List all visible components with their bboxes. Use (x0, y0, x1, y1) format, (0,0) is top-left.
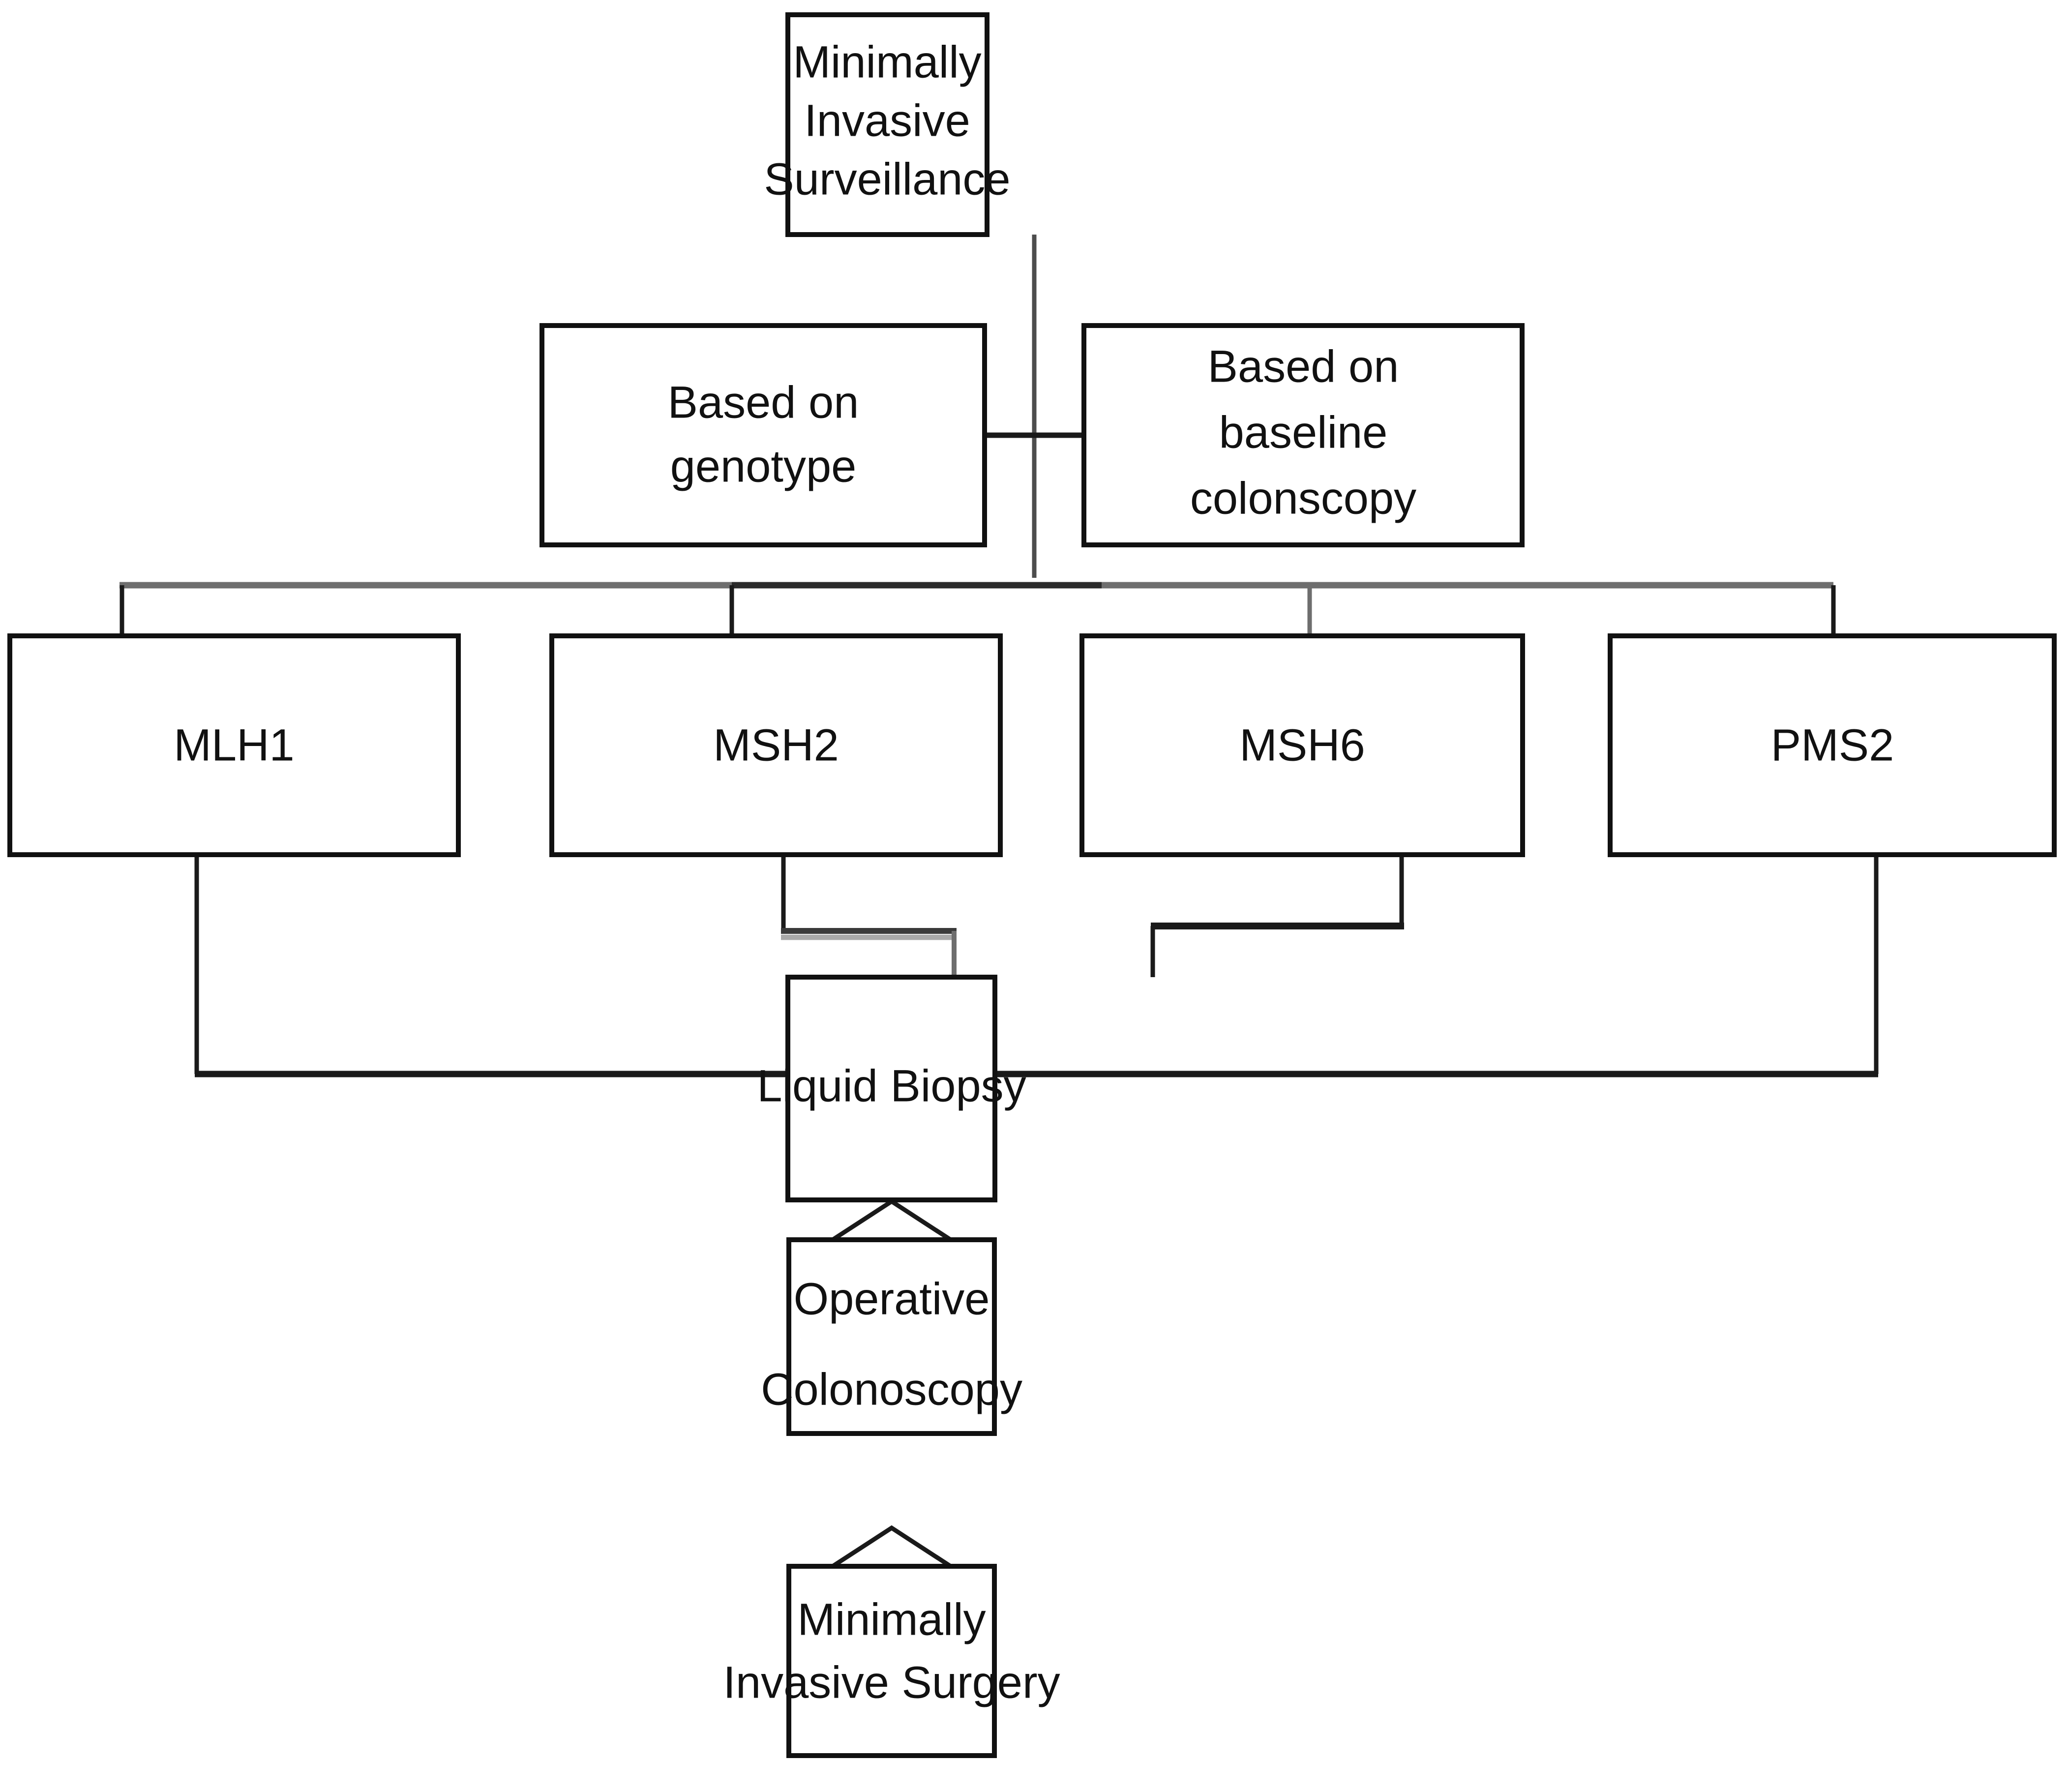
node-minimally-invasive-surgery[interactable]: Minimally Invasive Surgery (723, 1564, 1060, 1758)
node-label-pms2: PMS2 (1771, 720, 1894, 770)
connector-layer (120, 235, 1879, 1568)
node-label-root-line2: Invasive (804, 95, 970, 146)
node-liquid-biopsy[interactable]: Liquid Biopsy (757, 975, 1026, 1202)
node-box-msh2 (549, 633, 1003, 857)
node-based-on-baseline-colonscopy[interactable]: Based on baseline colonscopy (1081, 323, 1525, 547)
node-label-baseline-line2: baseline (1219, 407, 1388, 457)
node-label-genotype-line1: Based on (668, 377, 859, 427)
node-pms2[interactable]: PMS2 (1608, 633, 2057, 857)
node-label-root-line1: Minimally (793, 37, 981, 87)
node-label-surgery-line2: Invasive Surgery (723, 1657, 1060, 1707)
node-box-root (785, 12, 989, 237)
node-label-surgery-line1: Minimally (797, 1594, 986, 1644)
node-label-operative-colonoscopy-line2: Colonoscopy (761, 1364, 1022, 1414)
node-box-genotype (539, 323, 987, 547)
node-label-liquid-biopsy: Liquid Biopsy (757, 1061, 1026, 1111)
node-box-msh6 (1079, 633, 1525, 857)
node-box-liquid-biopsy (785, 975, 997, 1202)
node-box-baseline (1081, 323, 1525, 547)
edge-chevron-liquid-to-colonoscopy (831, 1198, 952, 1242)
node-mlh1[interactable]: MLH1 (7, 633, 461, 857)
node-box-mlh1 (7, 633, 461, 857)
node-label-baseline-line3: colonscopy (1190, 473, 1416, 523)
node-label-msh2: MSH2 (713, 720, 839, 770)
node-label-mlh1: MLH1 (174, 720, 294, 770)
node-label-genotype-line2: genotype (670, 441, 857, 491)
node-msh6[interactable]: MSH6 (1079, 633, 1525, 857)
node-box-pms2 (1608, 633, 2057, 857)
node-label-msh6: MSH6 (1239, 720, 1365, 770)
node-minimally-invasive-surveillance[interactable]: Minimally Invasive Surveillance (764, 12, 1011, 237)
edge-chevron-colonoscopy-to-surgery (831, 1525, 952, 1568)
node-box-operative-colonoscopy (786, 1237, 997, 1436)
node-label-baseline-line1: Based on (1208, 341, 1399, 391)
node-box-minimally-invasive-surgery (786, 1564, 997, 1758)
node-label-operative-colonoscopy-line1: Operative (794, 1274, 990, 1324)
node-label-root-line3: Surveillance (764, 154, 1010, 204)
node-operative-colonoscopy[interactable]: Operative Colonoscopy (761, 1237, 1022, 1436)
node-msh2[interactable]: MSH2 (549, 633, 1003, 857)
node-based-on-genotype[interactable]: Based on genotype (539, 323, 987, 547)
